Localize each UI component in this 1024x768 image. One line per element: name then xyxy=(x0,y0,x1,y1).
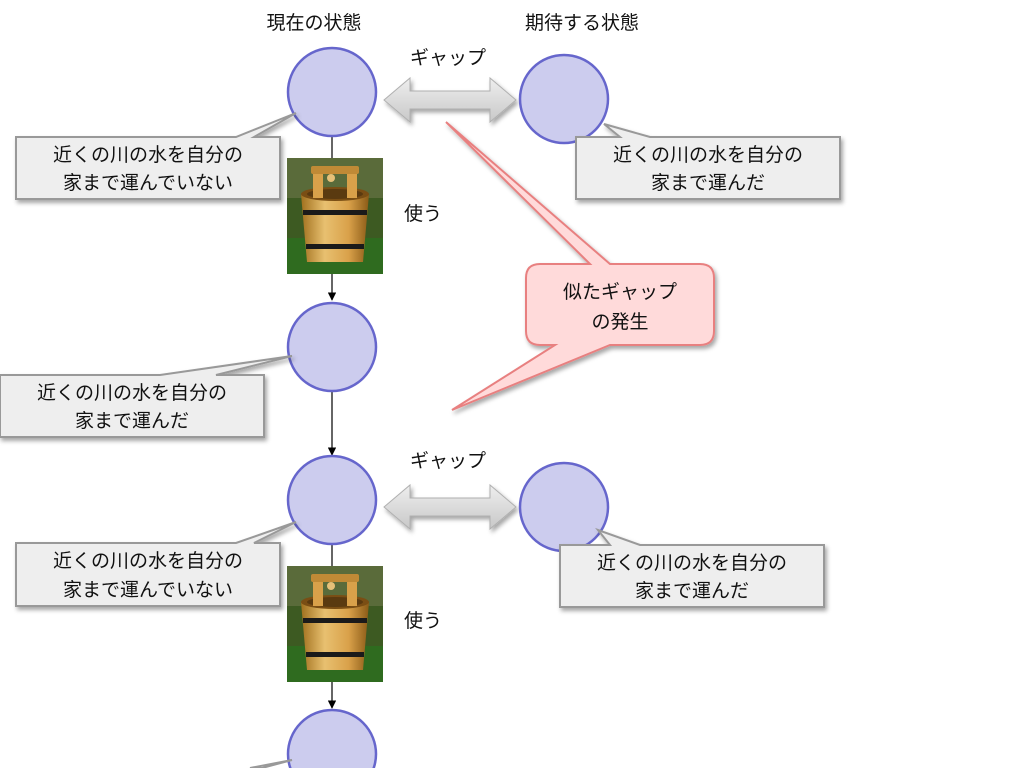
current-state-node xyxy=(286,454,378,546)
current-state-node xyxy=(286,301,378,393)
state-callout-tail xyxy=(249,759,293,768)
gap-double-arrow xyxy=(383,483,517,531)
state-callout-line-2: 家まで運んでいない xyxy=(63,579,233,601)
state-callout xyxy=(575,123,841,200)
state-callout xyxy=(15,521,297,607)
gap-label: ギャップ xyxy=(410,450,486,472)
state-callout-line-2: 家まで運んだ xyxy=(75,410,189,432)
state-callout-line-1: 近くの川の水を自分の xyxy=(53,550,243,572)
state-callout xyxy=(0,355,293,438)
state-callout-line-2: 家まで運んだ xyxy=(651,172,765,194)
expected-state-node xyxy=(518,53,610,145)
use-label: 使う xyxy=(404,203,442,225)
state-callout-line-2: 家まで運んでいない xyxy=(63,172,233,194)
similar-gap-line-1: 似たギャップ xyxy=(563,281,677,303)
state-callout-line-1: 近くの川の水を自分の xyxy=(613,144,803,166)
expected-state-node xyxy=(518,461,610,553)
gap-label: ギャップ xyxy=(410,47,486,69)
bucket-image xyxy=(287,158,383,274)
state-callout-line-2: 家まで運んだ xyxy=(635,580,749,602)
gap-double-arrow xyxy=(383,76,517,124)
bucket-image xyxy=(287,566,383,682)
state-callout xyxy=(559,527,825,608)
header-expected-state: 期待する状態 xyxy=(525,12,639,34)
similar-gap-line-2: の発生 xyxy=(591,311,648,333)
current-state-node xyxy=(286,708,378,768)
state-callout-line-1: 近くの川の水を自分の xyxy=(597,552,787,574)
state-callout xyxy=(15,112,297,200)
current-state-node xyxy=(286,46,378,138)
header-current-state: 現在の状態 xyxy=(266,12,361,34)
similar-gap-callout xyxy=(445,121,715,411)
state-callout-line-1: 近くの川の水を自分の xyxy=(53,144,243,166)
use-label: 使う xyxy=(404,610,442,632)
state-callout-line-1: 近くの川の水を自分の xyxy=(37,382,227,404)
